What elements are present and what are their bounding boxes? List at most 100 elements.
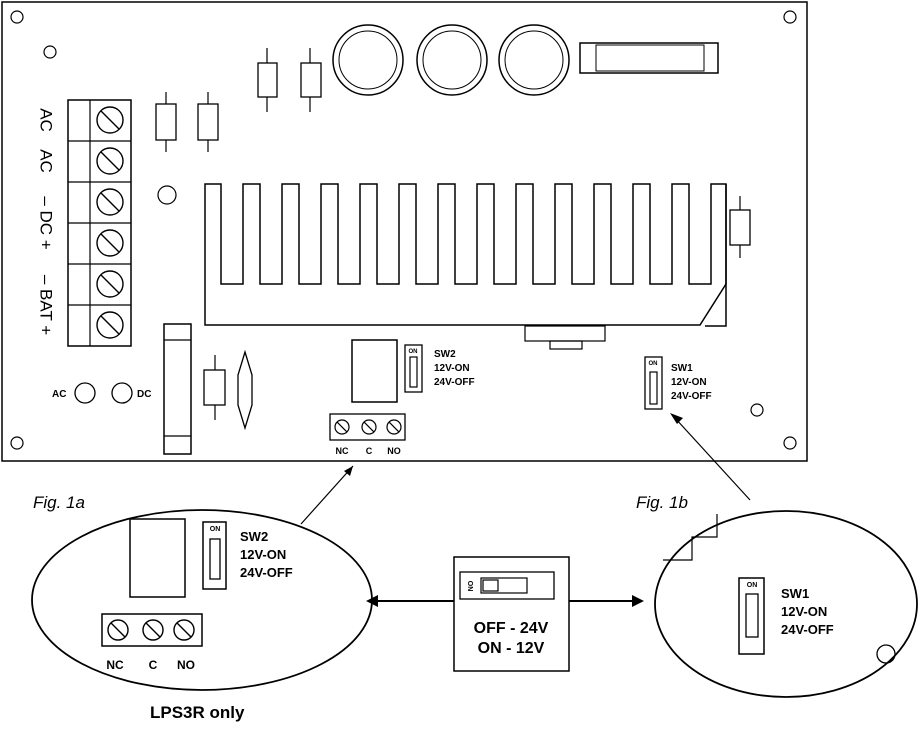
varistor: [237, 349, 253, 431]
screw-icon: [361, 419, 377, 435]
mounting-hole: [750, 403, 764, 417]
center-switch-line2: ON - 12V: [478, 640, 545, 657]
fig1b-line1: 12V-ON: [781, 604, 827, 619]
mounting-hole: [43, 45, 57, 59]
fig1a-detail: ON SW2 12V-ON 24V-OFF NC C NO: [31, 509, 373, 691]
board-outline: [1, 1, 808, 462]
fig1b-mounting-hole: [876, 644, 896, 664]
screw-icon: [96, 311, 124, 339]
mounting-hole: [10, 436, 24, 450]
sw1-dip: [644, 356, 663, 410]
resistor: [257, 48, 278, 112]
callout-line-1a: [300, 465, 354, 525]
screw-icon: [386, 419, 402, 435]
fig1a-line2: 24V-OFF: [240, 565, 293, 580]
sw1-toggle: [649, 371, 658, 405]
circuit-board: AC AC – DC + – BAT + AC DC ON SW2 12V-ON…: [1, 1, 808, 462]
center-switch-toggle: [480, 577, 528, 594]
relay: [351, 339, 398, 403]
screw-icon: [96, 188, 124, 216]
fig1b-line2: 24V-OFF: [781, 622, 834, 637]
capacitor: [422, 30, 482, 90]
capacitor: [332, 24, 404, 96]
screw-icon: [334, 419, 350, 435]
fig1b-sw1-toggle: [745, 593, 759, 638]
sw1-line2: 24V-OFF: [671, 391, 712, 402]
resistor: [155, 92, 177, 152]
screw-icon: [96, 106, 124, 134]
fuse: [579, 42, 719, 74]
terminal-label-ac: AC: [37, 149, 56, 173]
fig1b-sw1-dip: [738, 577, 765, 655]
center-switch-knob: [482, 579, 499, 592]
terminal-c-label: C: [366, 446, 373, 456]
capacitor: [338, 30, 398, 90]
fig1a-line1: 12V-ON: [240, 547, 286, 562]
screw-icon: [142, 619, 164, 641]
sw2-dip: [404, 344, 423, 393]
mounting-hole: [157, 185, 177, 205]
fig1b-caption: Fig. 1b: [636, 493, 688, 512]
terminal-nc-label: NC: [336, 446, 349, 456]
resistor: [197, 92, 219, 152]
led-ac: [74, 382, 96, 404]
fig1a-caption: Fig. 1a: [33, 493, 85, 512]
arrowhead: [344, 466, 353, 476]
fig1a-c-label: C: [149, 658, 158, 672]
sw1-name: SW1: [671, 363, 693, 374]
sw1-on-label: ON: [649, 361, 658, 367]
fig1a-no-label: NO: [177, 658, 195, 672]
fig1a-sw-name: SW2: [240, 529, 268, 544]
fig1a-relay: [129, 518, 186, 598]
fig1b-board-edge: [663, 514, 718, 561]
terminal-label-ac: AC: [37, 108, 56, 132]
heatsink: [204, 183, 727, 326]
fig1a-sw2-dip: [202, 521, 227, 590]
mounting-hole: [10, 10, 24, 24]
fig1a-ellipse: [31, 509, 373, 691]
fig1a-terminal-block: [101, 613, 203, 647]
led-ac-label: AC: [52, 389, 66, 400]
fig1a-footnote: LPS3R only: [150, 703, 245, 722]
arrowhead-right: [632, 595, 644, 607]
resistor: [729, 196, 751, 258]
center-switch-on-label: ON: [466, 581, 473, 592]
sw2-name: SW2: [434, 349, 456, 360]
fig1a-on-label: ON: [210, 526, 221, 533]
sw2-on-label: ON: [409, 349, 418, 355]
sw2-line2: 24V-OFF: [434, 377, 475, 388]
mounting-hole: [783, 10, 797, 24]
terminal-no-label: NO: [387, 446, 401, 456]
fig1b-on-label: ON: [747, 582, 758, 589]
fig1b-detail: ON SW1 12V-ON 24V-OFF: [654, 510, 918, 698]
regulator-tab: [549, 340, 583, 350]
sw1-line1: 12V-ON: [671, 377, 707, 388]
terminal-label-dc: – DC +: [37, 196, 56, 249]
resistor: [300, 48, 322, 112]
capacitor: [498, 24, 570, 96]
fig1b-ellipse: [654, 510, 918, 698]
fuse: [595, 44, 705, 72]
sw2-toggle: [409, 356, 418, 388]
capacitor: [504, 30, 564, 90]
terminal-block: [67, 99, 132, 347]
relay-terminal-block: [329, 413, 406, 441]
sw2-line1: 12V-ON: [434, 363, 470, 374]
screw-icon: [96, 147, 124, 175]
center-switch-line1: OFF - 24V: [474, 620, 549, 637]
fig1b-sw-name: SW1: [781, 586, 809, 601]
callout-line-1b: [674, 417, 751, 501]
fuse-holder: [163, 323, 192, 455]
regulator: [524, 325, 606, 342]
screw-icon: [107, 619, 129, 641]
capacitor: [416, 24, 488, 96]
center-switch: ON OFF - 24V ON - 12V: [453, 556, 570, 672]
arrowhead-left: [366, 595, 378, 607]
led-dc: [111, 382, 133, 404]
diode: [203, 355, 226, 420]
fig1a-nc-label: NC: [106, 658, 124, 672]
screw-icon: [96, 270, 124, 298]
terminal-label-bat: – BAT +: [37, 275, 56, 335]
fig1a-sw2-toggle: [209, 538, 221, 580]
